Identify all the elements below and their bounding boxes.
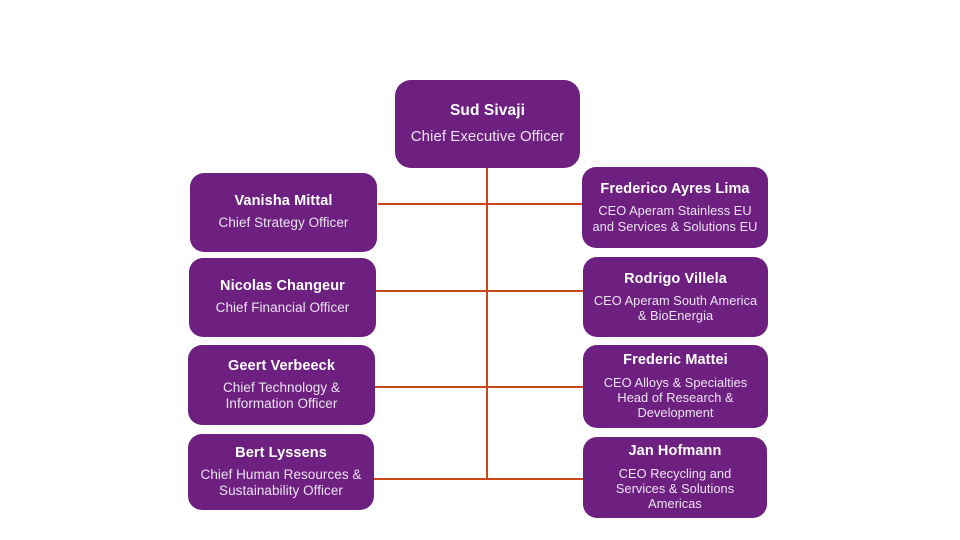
node-right-2[interactable]: Rodrigo Villela CEO Aperam South America… — [583, 257, 768, 337]
node-right-4-name: Jan Hofmann — [628, 443, 722, 460]
node-right-4[interactable]: Jan Hofmann CEO Recycling and Services &… — [583, 437, 767, 518]
node-left-1-name: Vanisha Mittal — [234, 193, 333, 210]
connector-trunk-vertical — [486, 168, 488, 478]
node-left-2-title: Chief Financial Officer — [215, 300, 350, 316]
node-right-3-title: CEO Alloys & Specialties Head of Researc… — [603, 374, 748, 421]
node-right-2-title: CEO Aperam South America & BioEnergia — [593, 292, 758, 324]
node-left-2-name: Nicolas Changeur — [220, 278, 345, 295]
node-right-4-title: CEO Recycling and Services & Solutions A… — [615, 465, 735, 512]
node-left-3-name: Geert Verbeeck — [228, 357, 335, 374]
node-right-3-name: Frederic Mattei — [623, 352, 728, 369]
node-ceo-title: Chief Executive Officer — [410, 127, 565, 145]
node-right-3[interactable]: Frederic Mattei CEO Alloys & Specialties… — [583, 345, 768, 428]
node-left-4-name: Bert Lyssens — [235, 444, 327, 461]
node-right-1[interactable]: Frederico Ayres Lima CEO Aperam Stainles… — [582, 167, 768, 248]
node-ceo[interactable]: Sud Sivaji Chief Executive Officer — [395, 80, 580, 168]
node-left-2[interactable]: Nicolas Changeur Chief Financial Officer — [189, 258, 376, 337]
node-left-4-title: Chief Human Resources & Sustainability O… — [200, 466, 362, 499]
node-left-1[interactable]: Vanisha Mittal Chief Strategy Officer — [190, 173, 377, 252]
connector-branch-row-3 — [375, 386, 583, 388]
node-right-1-title: CEO Aperam Stainless EU and Services & S… — [592, 203, 758, 234]
connector-branch-row-2 — [376, 290, 583, 292]
node-left-1-title: Chief Strategy Officer — [218, 215, 349, 231]
node-right-2-name: Rodrigo Villela — [624, 270, 727, 287]
node-left-4[interactable]: Bert Lyssens Chief Human Resources & Sus… — [188, 434, 374, 510]
connector-branch-row-1 — [378, 203, 583, 205]
node-left-3[interactable]: Geert Verbeeck Chief Technology & Inform… — [188, 345, 375, 425]
connector-branch-row-4 — [374, 478, 583, 480]
node-left-3-title: Chief Technology & Information Officer — [223, 379, 340, 412]
node-right-1-name: Frederico Ayres Lima — [600, 181, 750, 198]
node-ceo-name: Sud Sivaji — [449, 102, 526, 120]
